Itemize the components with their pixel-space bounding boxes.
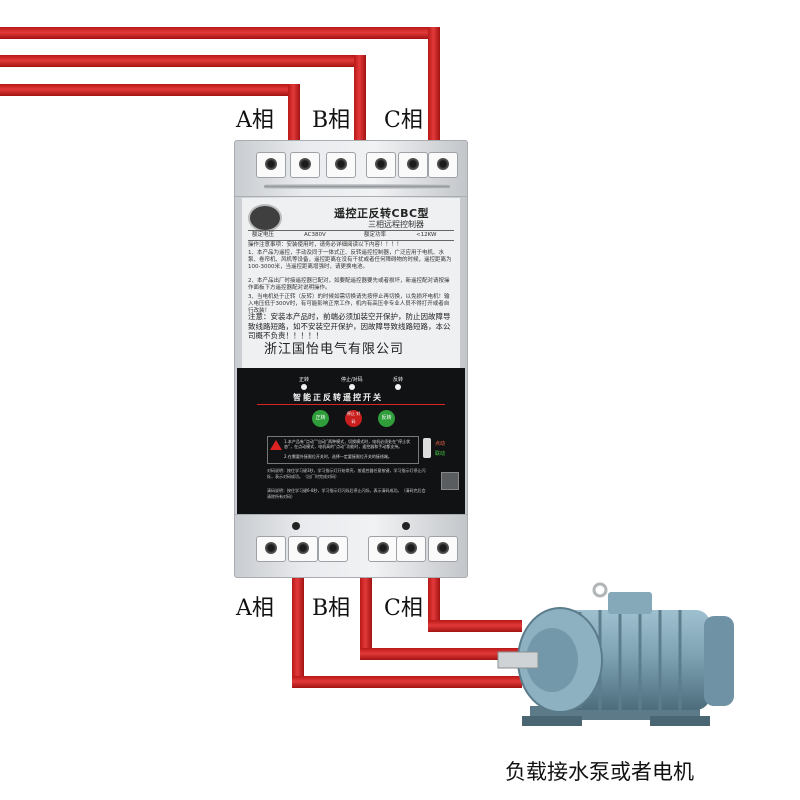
mode-info-line2: 2.在需要外接限位开关时，选择一定要接限位开关的接线端。 xyxy=(284,454,392,459)
phase-label-c-top: C相 xyxy=(384,108,423,133)
indicator-stop-led xyxy=(349,384,355,390)
terminal-top-2 xyxy=(290,152,320,178)
wire-c-bottom-vertical xyxy=(428,560,440,632)
wire-c-top-horizontal xyxy=(0,27,440,39)
company-name: 浙江国怡电气有限公司 xyxy=(264,342,405,357)
panel-title: 智能正反转遥控开关 xyxy=(293,393,383,402)
terminal-top-4 xyxy=(366,152,396,178)
clear-label: 清码说明： xyxy=(267,488,287,493)
phase-label-c-bottom: C相 xyxy=(384,596,423,621)
mode-info-line1: 1.本产品有“点动”“自动”两种模式，切换模式时，电机必须处在“停止状态”，在点… xyxy=(284,439,411,449)
phase-label-a-top: A相 xyxy=(236,108,274,133)
caption: 负载接水泵或者电机 xyxy=(505,760,694,784)
clear-instructions: 清码说明：按住学习键6-8秒，学习指示灯闪烁后停止闪烁，表示清码成功。（清码完后… xyxy=(267,488,427,499)
terminal-top-5 xyxy=(398,152,428,178)
control-panel: 正转 停止/对码 反转 智能正反转遥控开关 正转 停止 对码 反转 1.本产品有… xyxy=(237,368,465,514)
mode-info-box: 1.本产品有“点动”“自动”两种模式，切换模式时，电机必须处在“停止状态”，在点… xyxy=(267,436,419,464)
wire-c-top-vertical xyxy=(428,27,440,152)
rated-voltage-label: 额定电压 xyxy=(252,232,275,238)
wire-b-bottom-horizontal xyxy=(360,648,522,660)
terminal-bottom-6 xyxy=(428,536,458,562)
notes-title: 操作注意事项：安装使用时，请务必详细阅读以下内容！！！！ xyxy=(248,242,403,248)
pair-instructions: 对码说明：按住学习键3秒，学习指示灯开始常亮，按遥控器任意按键，学习指示灯停止闪… xyxy=(267,468,427,479)
stop-pair-button[interactable]: 停止 对码 xyxy=(345,410,362,427)
indicator-reverse-label: 反转 xyxy=(393,377,404,383)
note-3: 3、当电机处于正转（反转）的时候如需切换请先按停止再切换，以免损坏电机！输入电压… xyxy=(248,294,450,314)
rated-power-value: <12KW xyxy=(416,232,437,238)
note-1: 1、本产品为遥控，手动及同于一体式正、反转遥控控制器，广泛应用于电机、水泵、卷帘… xyxy=(248,250,452,270)
model-subtitle: 三相远程控制器 xyxy=(368,220,424,229)
screw-hole-left xyxy=(292,522,300,530)
phase-label-b-bottom: B相 xyxy=(312,596,351,621)
terminal-bottom-2 xyxy=(288,536,318,562)
mode-link-label: 联动 xyxy=(435,451,446,457)
wire-b-top-vertical xyxy=(354,55,366,152)
terminal-bottom-5 xyxy=(396,536,426,562)
rating-row: 额定电压 AC380V 额定功率 <12KW xyxy=(248,230,454,241)
indicator-forward-led xyxy=(301,384,307,390)
antenna xyxy=(264,184,450,189)
wire-a-top-horizontal xyxy=(0,84,300,96)
wire-a-bottom-horizontal xyxy=(292,676,522,688)
indicator-reverse-led xyxy=(395,384,401,390)
terminal-bottom-1 xyxy=(256,536,286,562)
electric-motor xyxy=(490,580,740,740)
wire-c-bottom-horizontal xyxy=(428,620,522,632)
indicator-stop-label: 停止/对码 xyxy=(341,377,363,383)
indicator-forward-label: 正转 xyxy=(299,377,310,383)
forward-button[interactable]: 正转 xyxy=(312,410,329,427)
phase-label-a-bottom: A相 xyxy=(236,596,274,621)
terminal-top-3 xyxy=(326,152,356,178)
brand-logo-icon xyxy=(248,204,282,232)
warning-text: 注意：安装本产品时，前端必须加装空开保护，防止因故障导致线路短路，如不安装空开保… xyxy=(248,312,451,340)
terminal-top-1 xyxy=(256,152,286,178)
reverse-button[interactable]: 反转 xyxy=(378,410,395,427)
controller-device: 遥控正反转CBC型 三相远程控制器 额定电压 AC380V 额定功率 <12KW… xyxy=(234,140,468,578)
phase-label-b-top: B相 xyxy=(312,108,351,133)
wire-a-top-vertical xyxy=(288,84,300,152)
warning-triangle-icon xyxy=(270,440,282,450)
motor-icon xyxy=(497,582,734,726)
note-2: 2、本产品出厂时接遥控器已配对，如要配遥控器要先或者损坏，新遥控配对请按操作面板… xyxy=(248,278,450,291)
wire-b-top-horizontal xyxy=(0,55,366,67)
learn-key-button[interactable] xyxy=(441,472,459,490)
model-title: 遥控正反转CBC型 xyxy=(334,207,430,220)
wire-a-bottom-vertical xyxy=(292,560,304,688)
pair-text: 按住学习键3秒，学习指示灯开始常亮，按遥控器任意按键，学习指示灯停止闪烁，表示对… xyxy=(267,468,426,479)
panel-title-underline xyxy=(257,404,445,405)
pair-label: 对码说明： xyxy=(267,468,287,473)
clear-text: 按住学习键6-8秒，学习指示灯闪烁后停止闪烁，表示清码成功。（清码完后会清除所有… xyxy=(267,488,426,499)
mode-jog-label: 点动 xyxy=(435,441,446,447)
terminal-bottom-4 xyxy=(368,536,398,562)
rated-voltage-value: AC380V xyxy=(304,232,326,238)
rated-power-label: 额定功率 xyxy=(364,232,387,238)
terminal-top-6 xyxy=(428,152,458,178)
screw-hole-right xyxy=(402,522,410,530)
wire-b-bottom-vertical xyxy=(360,560,372,660)
mode-toggle-switch[interactable] xyxy=(423,438,431,458)
terminal-bottom-3 xyxy=(318,536,348,562)
